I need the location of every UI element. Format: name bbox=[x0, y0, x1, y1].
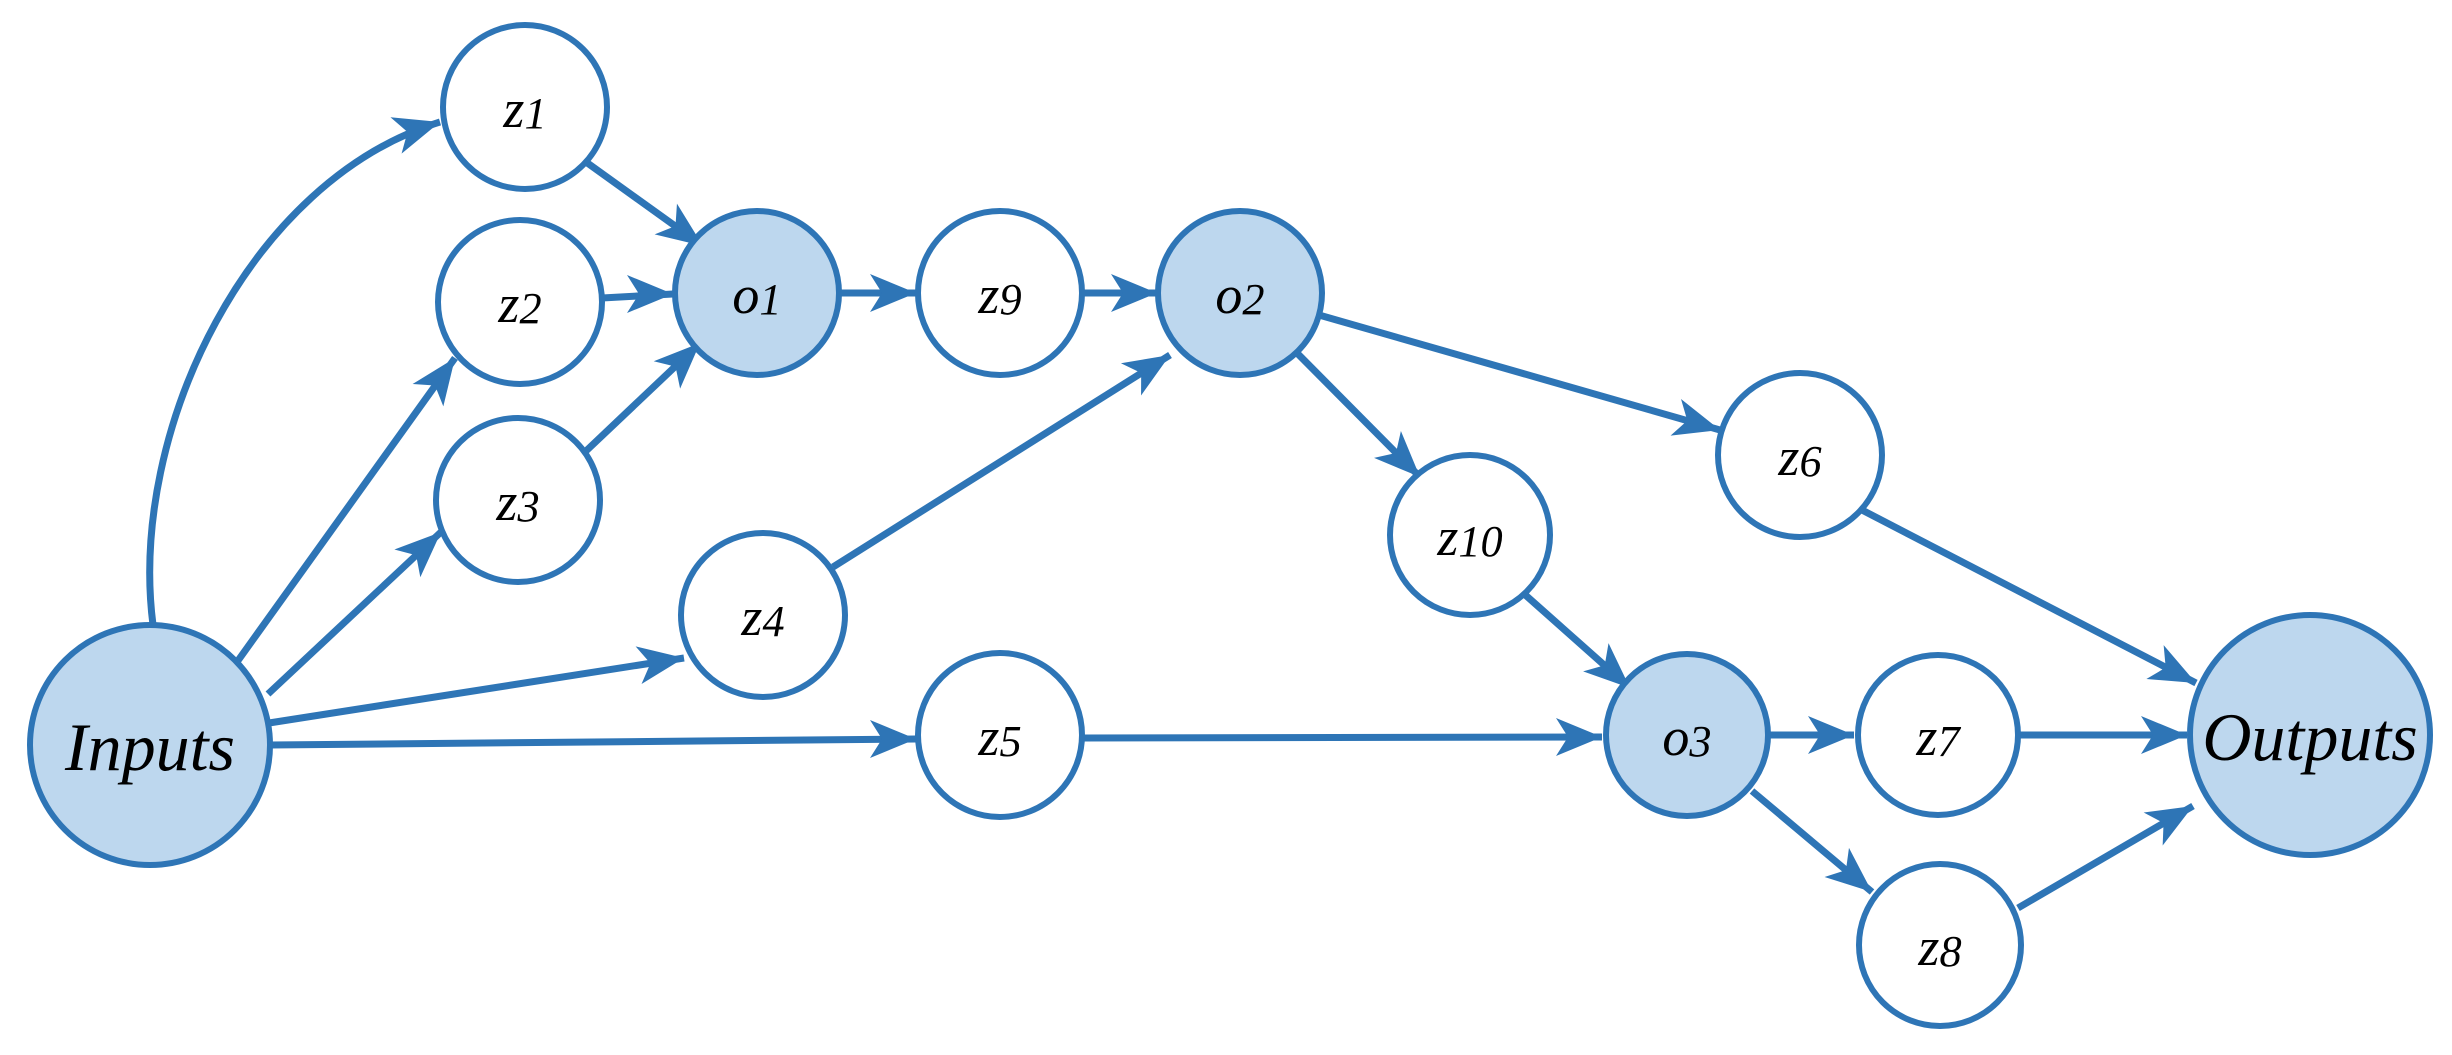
arrow-head-icon bbox=[1808, 716, 1854, 754]
node-z3[interactable]: z3 bbox=[433, 415, 603, 585]
node-circle-o3[interactable] bbox=[1603, 651, 1771, 819]
node-o2[interactable]: o2 bbox=[1155, 208, 1325, 378]
arrow-head-icon bbox=[1111, 274, 1157, 312]
node-circle-o1[interactable] bbox=[672, 208, 842, 378]
node-layer: Inputs z1 z2 z3 z4 z5 o1 z9 o2 z10 z6 o3 z7 z8 Outputs bbox=[27, 22, 2433, 1029]
edge-o2-z6 bbox=[1318, 311, 1721, 436]
edge-z10-o3 bbox=[1519, 589, 1633, 691]
node-label-z1: z1 bbox=[502, 79, 546, 139]
arrow-head-icon bbox=[394, 532, 441, 578]
node-circle-z9[interactable] bbox=[915, 208, 1085, 378]
node-circle-z1[interactable] bbox=[440, 22, 610, 192]
node-circle-z10[interactable] bbox=[1387, 452, 1553, 618]
arrow-head-icon bbox=[1556, 718, 1602, 756]
node-z5[interactable]: z5 bbox=[915, 650, 1085, 820]
arrow-head-icon bbox=[870, 720, 916, 758]
edge-z9-o2 bbox=[1084, 274, 1157, 312]
node-o3[interactable]: o3 bbox=[1603, 651, 1771, 819]
node-inputs[interactable]: Inputs bbox=[27, 622, 273, 868]
node-circle-z2[interactable] bbox=[435, 217, 605, 387]
node-circle-z6[interactable] bbox=[1715, 370, 1885, 540]
edge-o3-z7 bbox=[1769, 716, 1854, 754]
arrow-head-icon bbox=[1824, 847, 1872, 892]
edge-z7-outputs bbox=[2019, 716, 2187, 754]
arrow-head-icon bbox=[1670, 399, 1720, 436]
arrow-head-icon bbox=[412, 358, 455, 407]
edge-z1-o1 bbox=[583, 159, 706, 249]
edge-line bbox=[831, 352, 1172, 570]
node-label-z7: z7 bbox=[1915, 707, 1961, 767]
edge-inputs-z2 bbox=[234, 355, 458, 665]
edge-z2-o1 bbox=[601, 275, 674, 313]
edge-line bbox=[1318, 311, 1721, 434]
node-z6[interactable]: z6 bbox=[1715, 370, 1885, 540]
edge-line bbox=[1860, 506, 2198, 687]
node-label-z3: z3 bbox=[495, 472, 539, 532]
node-label-z5: z5 bbox=[977, 707, 1021, 767]
node-label-inputs: Inputs bbox=[64, 709, 235, 785]
node-z8[interactable]: z8 bbox=[1856, 861, 2024, 1029]
node-label-outputs: Outputs bbox=[2202, 699, 2417, 775]
edge-o2-z10 bbox=[1293, 349, 1423, 480]
arrow-head-icon bbox=[870, 274, 916, 312]
node-label-z6: z6 bbox=[1777, 427, 1821, 487]
node-circle-z5[interactable] bbox=[915, 650, 1085, 820]
node-label-z4: z4 bbox=[740, 587, 784, 647]
arrow-head-icon bbox=[1374, 431, 1420, 477]
node-circle-z7[interactable] bbox=[1855, 652, 2021, 818]
node-label-z8: z8 bbox=[1917, 917, 1961, 977]
node-z1[interactable]: z1 bbox=[440, 22, 610, 192]
node-label-z9: z9 bbox=[977, 265, 1021, 325]
arrow-head-icon bbox=[2141, 716, 2187, 754]
arrow-head-icon bbox=[654, 203, 703, 246]
arrow-head-icon bbox=[2146, 645, 2196, 683]
edge-line bbox=[265, 529, 444, 697]
edge-z3-o1 bbox=[583, 340, 703, 454]
node-z9[interactable]: z9 bbox=[915, 208, 1085, 378]
edge-o1-z9 bbox=[841, 274, 916, 312]
edge-o3-z8 bbox=[1749, 788, 1875, 895]
node-z7[interactable]: z7 bbox=[1855, 652, 2021, 818]
edge-line bbox=[234, 355, 458, 665]
node-z4[interactable]: z4 bbox=[678, 530, 848, 700]
node-label-z2: z2 bbox=[497, 274, 541, 334]
node-z10[interactable]: z10 bbox=[1387, 452, 1553, 618]
node-label-o3: o3 bbox=[1662, 707, 1711, 767]
edge-z6-outputs bbox=[1860, 506, 2198, 687]
edge-layer bbox=[146, 117, 2198, 912]
node-circle-inputs[interactable] bbox=[27, 622, 273, 868]
node-label-o1: o1 bbox=[732, 265, 781, 325]
node-o1[interactable]: o1 bbox=[672, 208, 842, 378]
edge-inputs-z3 bbox=[265, 529, 444, 697]
edge-line bbox=[268, 654, 685, 727]
edge-inputs-z5 bbox=[269, 720, 917, 758]
node-outputs[interactable]: Outputs bbox=[2187, 612, 2433, 858]
node-label-o2: o2 bbox=[1215, 265, 1264, 325]
node-circle-z4[interactable] bbox=[678, 530, 848, 700]
node-z2[interactable]: z2 bbox=[435, 217, 605, 387]
edge-line bbox=[1082, 733, 1603, 742]
arrow-head-icon bbox=[653, 343, 700, 389]
arrow-head-icon bbox=[635, 646, 684, 684]
edge-z5-o3 bbox=[1082, 718, 1603, 756]
node-circle-z3[interactable] bbox=[433, 415, 603, 585]
arrow-head-icon bbox=[1120, 355, 1170, 396]
arrow-head-icon bbox=[627, 275, 673, 313]
arrow-head-icon bbox=[390, 117, 440, 154]
edge-line bbox=[146, 118, 442, 626]
node-label-z10: z10 bbox=[1436, 507, 1502, 567]
edge-z4-o2 bbox=[831, 352, 1172, 570]
node-circle-o2[interactable] bbox=[1155, 208, 1325, 378]
edge-line bbox=[269, 735, 917, 749]
edge-inputs-z1 bbox=[146, 117, 442, 626]
edge-z8-outputs bbox=[2016, 802, 2195, 912]
arrow-head-icon bbox=[2143, 806, 2193, 846]
node-circle-outputs[interactable] bbox=[2187, 612, 2433, 858]
edge-inputs-z4 bbox=[268, 646, 685, 727]
node-circle-z8[interactable] bbox=[1856, 861, 2024, 1029]
arrow-head-icon bbox=[1583, 643, 1630, 688]
